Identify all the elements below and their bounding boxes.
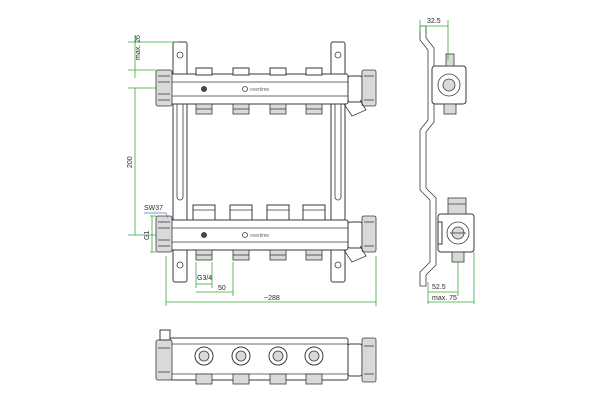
side-bracket (419, 25, 437, 287)
dim-200: 200 (127, 156, 134, 168)
brand-label-lower: overtime (250, 233, 269, 239)
lower-outlet (266, 204, 290, 261)
brand-label-upper: overtime (250, 87, 269, 93)
dim-50: 50 (218, 285, 226, 292)
dim-g1: G1 (144, 231, 151, 240)
lower-outlet (192, 204, 216, 261)
front-view: overtime (155, 41, 377, 283)
upper-outlet (232, 67, 250, 115)
dim-max-26: max. 26 (135, 35, 142, 60)
lower-outlet (302, 204, 326, 261)
dim-sw37: SW37 (144, 205, 163, 212)
bottom-outlet (304, 346, 324, 385)
side-upper-body (431, 53, 467, 115)
upper-outlets (195, 67, 323, 115)
front-dimensions: max. 26 200 SW37 G1 G3/4 50 ~288 (127, 35, 377, 306)
bottom-outlet (194, 346, 214, 385)
bottom-view (155, 329, 377, 385)
dim-288: ~288 (264, 295, 280, 302)
bottom-outlet (231, 346, 251, 385)
lower-outlets (192, 204, 326, 261)
dim-g3-4: G3/4 (197, 275, 212, 282)
side-lower-body (437, 197, 475, 263)
lower-manifold-bar: overtime (155, 215, 377, 263)
lower-outlet (229, 204, 253, 261)
bottom-left-inlet (155, 339, 173, 381)
upper-outlet (269, 67, 287, 115)
dim-52-5: 52.5 (432, 284, 446, 291)
dim-max-75: max. 75 (432, 295, 457, 302)
upper-outlet (195, 67, 213, 115)
bottom-outlet (268, 346, 288, 385)
upper-outlet (305, 67, 323, 115)
side-view: 32.5 52.5 max. 75 (419, 18, 475, 304)
bottom-right-valve (361, 337, 377, 383)
dim-32-5: 32.5 (427, 18, 441, 25)
upper-manifold-bar: overtime (155, 69, 377, 117)
